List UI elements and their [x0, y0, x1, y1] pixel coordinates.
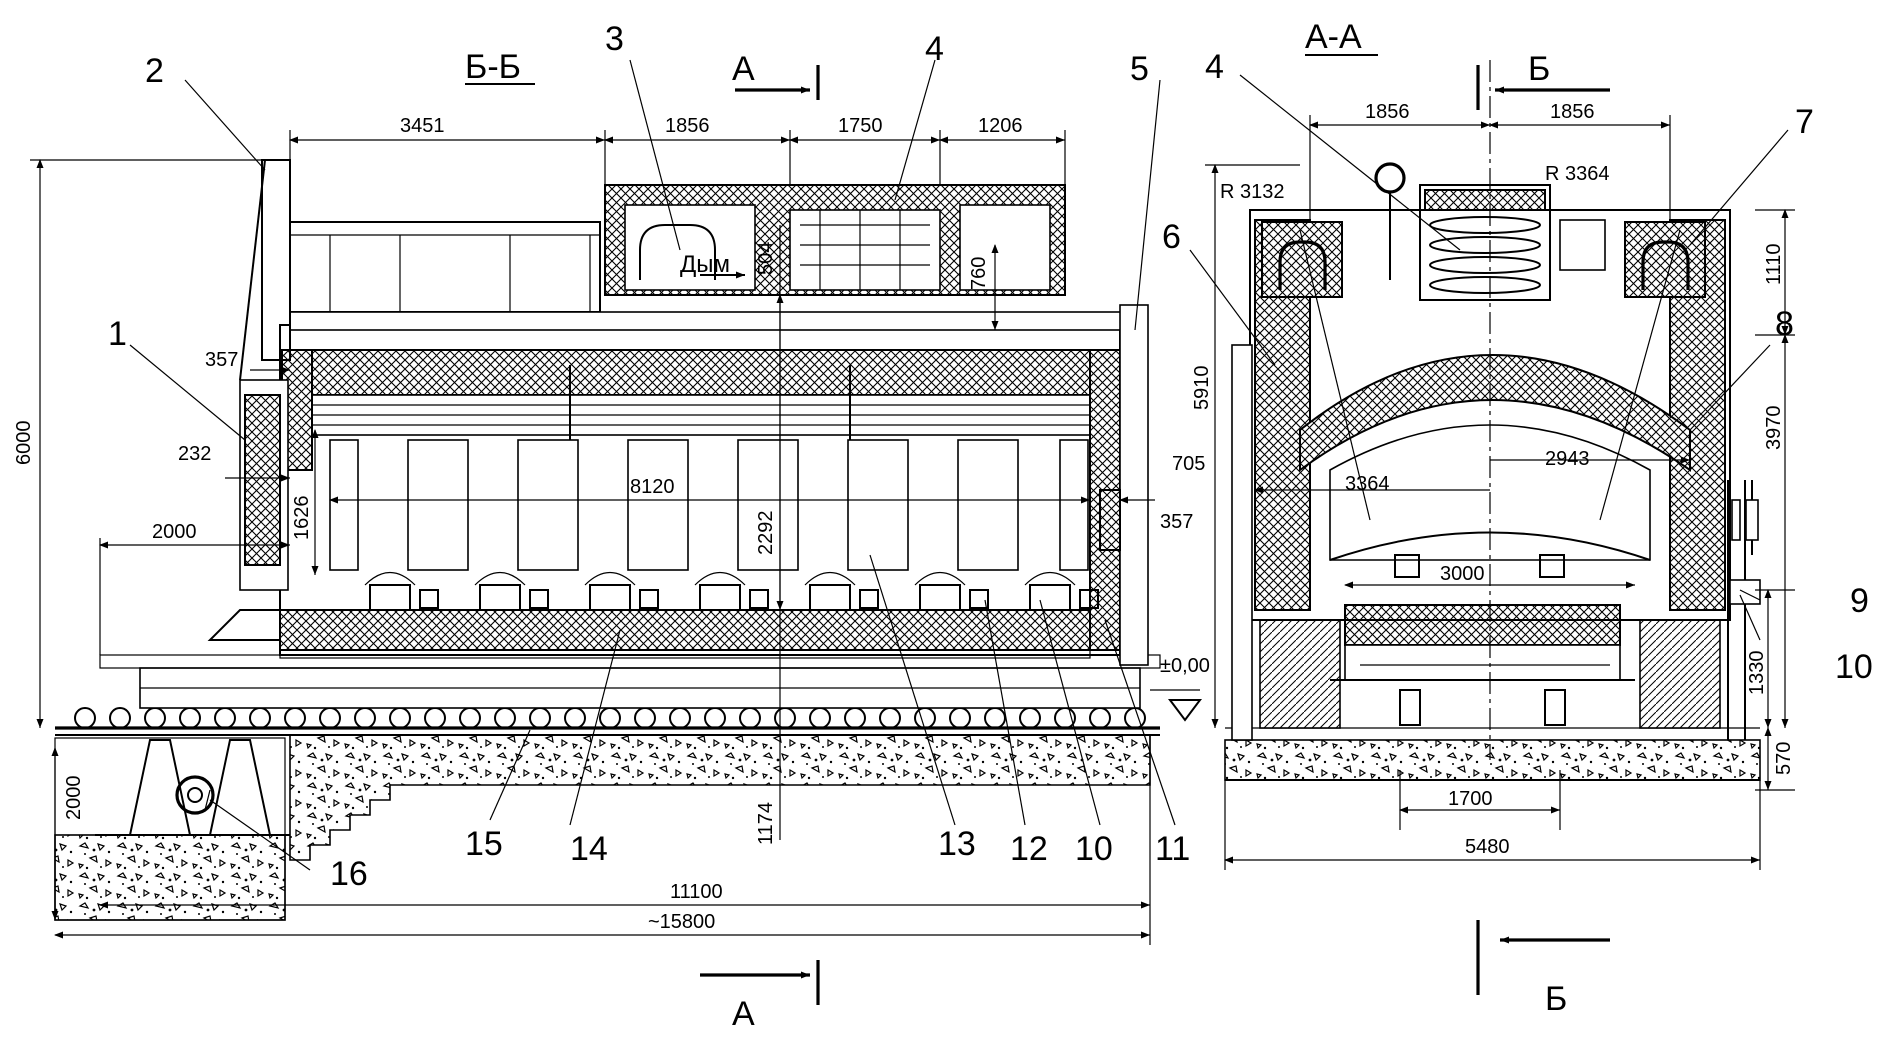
callout-leaders-right — [1189, 74, 1789, 641]
callout-7: 7 — [1795, 103, 1814, 141]
dim-1750: 1750 — [838, 115, 883, 137]
winch-foundation — [54, 834, 286, 921]
dim-3000: 3000 — [1440, 563, 1485, 585]
callout-3: 3 — [605, 20, 624, 58]
dim-705: 705 — [1172, 453, 1205, 475]
dim-232: 232 — [178, 443, 211, 465]
dim-504: 504 — [755, 242, 777, 275]
dim-357-right: 357 — [1160, 511, 1193, 533]
aa-left-wall — [1254, 219, 1311, 611]
door-lift-column — [207, 159, 291, 641]
radius-3364: R 3364 — [1545, 163, 1610, 185]
aa-arched-vault — [1299, 354, 1691, 472]
callout-8: 8 — [1775, 305, 1794, 343]
car-pull-winch — [95, 739, 290, 836]
dim-1206: 1206 — [978, 115, 1023, 137]
aa-car-hearth — [1344, 604, 1621, 646]
callout-15: 15 — [465, 825, 503, 863]
callout-2: 2 — [145, 52, 164, 90]
dim-1330: 1330 — [1746, 651, 1768, 696]
dim-15800: ~15800 — [648, 911, 715, 933]
roof-insulation — [309, 349, 1091, 396]
callout-leaders-left — [129, 59, 1176, 871]
dim-2292: 2292 — [755, 511, 777, 556]
dim-1856-right: 1856 — [1550, 101, 1595, 123]
dim-6000: 6000 — [13, 421, 35, 466]
aa-right-flue — [1624, 221, 1706, 298]
dim-11100: 11100 — [670, 881, 723, 903]
cut-a-label-bottom: А — [732, 995, 755, 1033]
section-bb-title: Б-Б — [465, 48, 521, 86]
dim-1174: 1174 — [755, 802, 777, 845]
callout-6: 6 — [1162, 218, 1181, 256]
callout-4-right: 4 — [1205, 48, 1224, 86]
section-aa-title: А-А — [1305, 18, 1362, 56]
dim-2000-horizontal: 2000 — [152, 521, 197, 543]
callout-4-left: 4 — [925, 30, 944, 68]
callout-14: 14 — [570, 830, 608, 868]
aa-concrete-foundation — [1224, 739, 1761, 781]
section-cut-b-top — [1476, 65, 1610, 110]
section-bb-view: Дым — [13, 20, 1210, 1033]
dim-570: 570 — [1773, 742, 1795, 775]
smoke-label: Дым — [680, 251, 730, 278]
dim-3451: 3451 — [400, 115, 445, 137]
section-cut-b-bottom — [1476, 920, 1610, 995]
dim-1856: 1856 — [665, 115, 710, 137]
dim-357-left: 357 — [205, 349, 238, 371]
aa-left-column — [1231, 344, 1253, 741]
cut-a-label-top: А — [732, 50, 755, 88]
section-cut-a-bottom — [700, 960, 820, 1005]
aa-left-flue — [1261, 221, 1343, 298]
concrete-foundation — [289, 734, 1151, 861]
radius-3132: R 3132 — [1220, 181, 1285, 203]
callout-9: 9 — [1850, 582, 1869, 620]
callout-13: 13 — [938, 825, 976, 863]
aa-left-foundation-block — [1259, 619, 1341, 729]
dim-5910: 5910 — [1191, 366, 1213, 411]
dim-1856-left: 1856 — [1365, 101, 1410, 123]
dim-1626: 1626 — [291, 496, 313, 541]
aa-right-wall — [1669, 219, 1726, 611]
radiant-elements — [329, 365, 1089, 571]
end-column — [1119, 304, 1149, 666]
dim-760: 760 — [968, 257, 990, 290]
dimension-lines-left — [30, 130, 1202, 945]
callout-10-left: 10 — [1075, 830, 1113, 868]
callout-10-right: 10 — [1835, 648, 1873, 686]
dimension-lines-right — [1205, 115, 1795, 870]
burners-row — [364, 571, 1099, 611]
section-aa-view: А-А Б Б 4 6 7 8 9 10 1856 1856 R 3132 R … — [1162, 18, 1873, 1018]
aa-recuperator — [1374, 162, 1606, 301]
dim-3364: 3364 — [1345, 473, 1390, 495]
aa-gas-piping — [1727, 480, 1761, 740]
dim-1110: 1110 — [1763, 243, 1785, 285]
section-cut-a-top — [735, 65, 820, 100]
dim-8120: 8120 — [630, 476, 675, 498]
callout-11: 11 — [1155, 830, 1190, 868]
dim-5480: 5480 — [1465, 836, 1510, 858]
cut-b-label-bottom: Б — [1545, 980, 1567, 1018]
car-hearth-lining — [279, 609, 1091, 651]
track-rollers — [74, 707, 1146, 729]
callout-16: 16 — [330, 855, 368, 893]
flue-duct-3 — [639, 224, 716, 280]
callout-5: 5 — [1130, 50, 1149, 88]
dim-3970: 3970 — [1763, 406, 1785, 451]
dim-1700: 1700 — [1448, 788, 1493, 810]
dim-2943: 2943 — [1545, 448, 1590, 470]
elevation-zero: ±0,00 — [1160, 655, 1210, 677]
dim-2000-vertical: 2000 — [63, 776, 85, 821]
callout-1: 1 — [108, 315, 127, 353]
callout-12: 12 — [1010, 830, 1048, 868]
cut-b-label-top: Б — [1528, 50, 1550, 88]
aa-right-foundation-block — [1639, 619, 1721, 729]
